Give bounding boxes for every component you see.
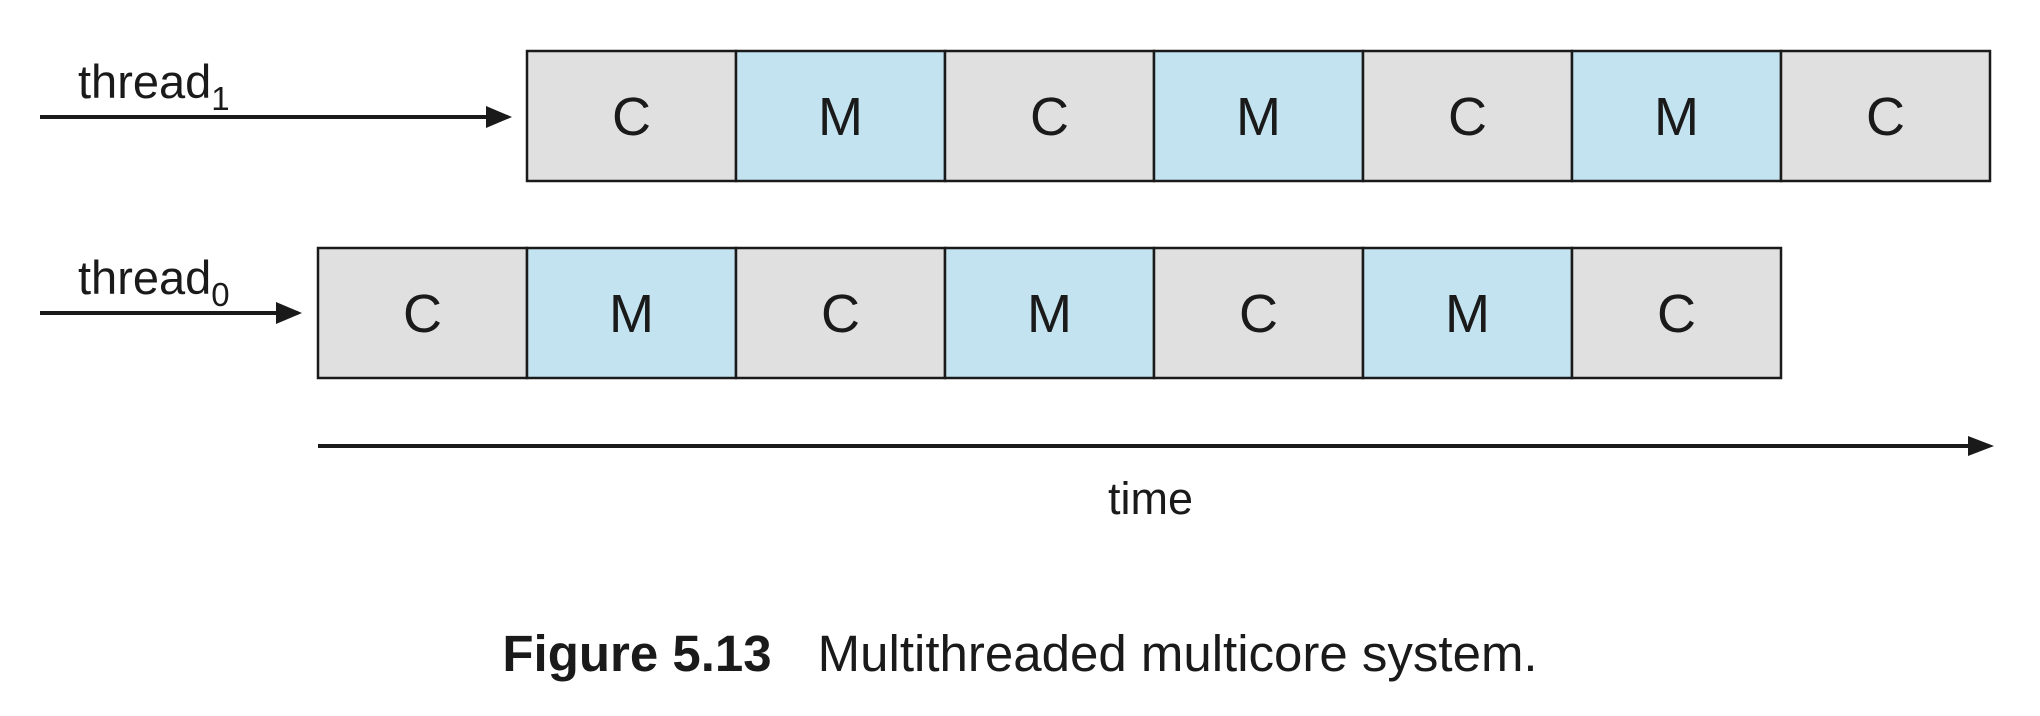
thread0-segment-memory: [525, 246, 738, 380]
thread1-segment-label: C: [1866, 87, 1905, 147]
figure-caption: Figure 5.13 Multithreaded multicore syste…: [0, 628, 2040, 679]
thread0-segment-label: M: [609, 284, 654, 344]
thread1-segment-label: M: [1236, 87, 1281, 147]
thread0-label: thread0: [78, 251, 230, 311]
thread1-arrowhead: [486, 106, 512, 128]
thread0-segment-compute: [1570, 246, 1783, 380]
figure-caption-text: Multithreaded multicore system.: [817, 625, 1538, 682]
thread0-segment-label: C: [1657, 284, 1696, 344]
thread1-label-subscript: 1: [211, 80, 230, 117]
thread0-arrowhead: [276, 302, 302, 324]
thread0-segment-label: M: [1445, 284, 1490, 344]
thread0-segment-memory: [1361, 246, 1574, 380]
thread1-segment-memory: [1152, 49, 1365, 183]
thread0-label-subscript: 0: [211, 276, 230, 313]
thread1-segment-label: C: [1448, 87, 1487, 147]
thread1-label-text: thread: [78, 55, 212, 108]
thread0-segment-memory: [943, 246, 1156, 380]
thread1-segment-label: M: [818, 87, 863, 147]
thread0-segment-compute: [1152, 246, 1365, 380]
thread1-segment-memory: [1570, 49, 1783, 183]
figure-number: Figure 5.13: [502, 625, 772, 682]
time-axis-label: time: [1108, 473, 1194, 524]
thread1-segment-memory: [734, 49, 947, 183]
time-axis-arrowhead: [1968, 436, 1994, 456]
thread0-segment-compute: [316, 246, 529, 380]
thread1-segment-label: C: [612, 87, 651, 147]
thread1-segment-compute: [525, 49, 738, 183]
thread1-segment-compute: [1779, 49, 1992, 183]
thread0-segment-compute: [734, 246, 947, 380]
thread1-segment-label: M: [1654, 87, 1699, 147]
thread0-segment-label: M: [1027, 284, 1072, 344]
thread0-segment-label: C: [821, 284, 860, 344]
thread1-segment-label: C: [1030, 87, 1069, 147]
thread0-segment-label: C: [403, 284, 442, 344]
thread1-label: thread1: [78, 55, 230, 115]
thread0-label-text: thread: [78, 251, 212, 304]
thread1-segment-compute: [943, 49, 1156, 183]
thread0-segment-label: C: [1239, 284, 1278, 344]
